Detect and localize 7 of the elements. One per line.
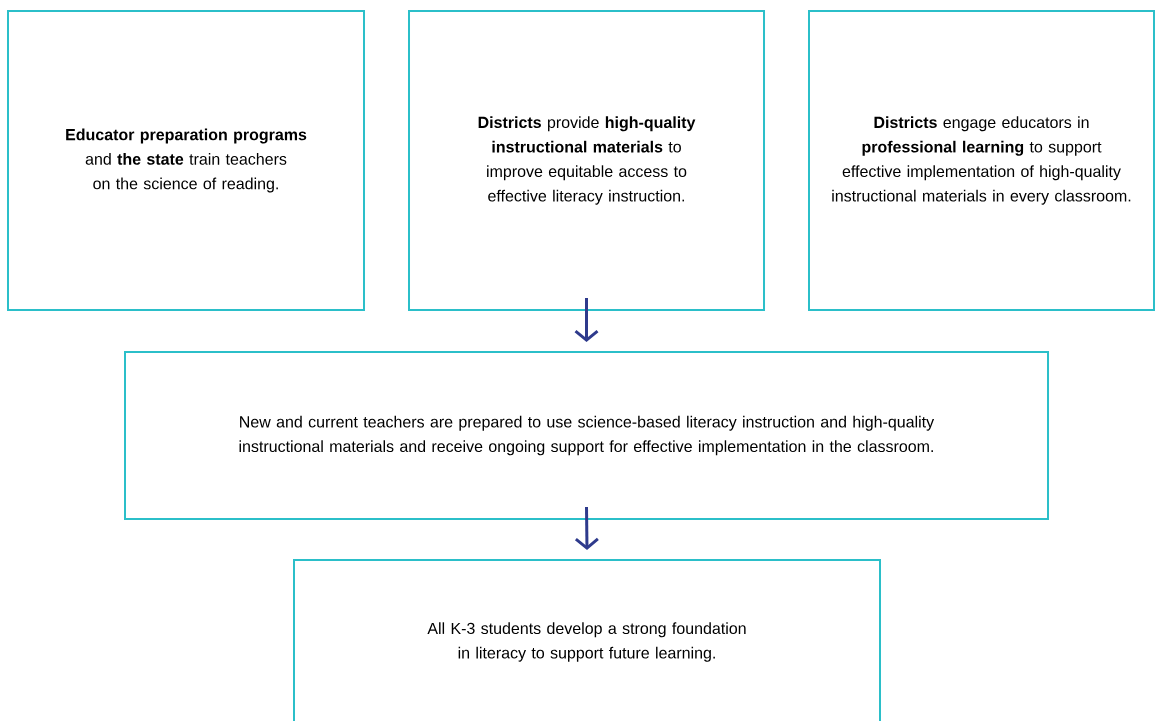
process-box: All K-3 students develop a strong foundation in literacy to support future learning. [293,559,881,721]
arrow [574,507,599,550]
process-box: Educator preparation programs and the state train teachers on the science of reading. [7,10,365,311]
process-box: New and current teachers are prepared to use science-based literacy instruction and high-quality instructional materials and receive ongoing support for effective implementation in the classroom. [124,351,1049,520]
arrow [574,298,599,342]
process-box: Districts engage educators in professional learning to support effective implementation of high-quality instructional materials in every classroom. [808,10,1155,311]
process-box: Districts provide high-quality instructional materials to improve equitable access to effective literacy instruction. [408,10,765,311]
